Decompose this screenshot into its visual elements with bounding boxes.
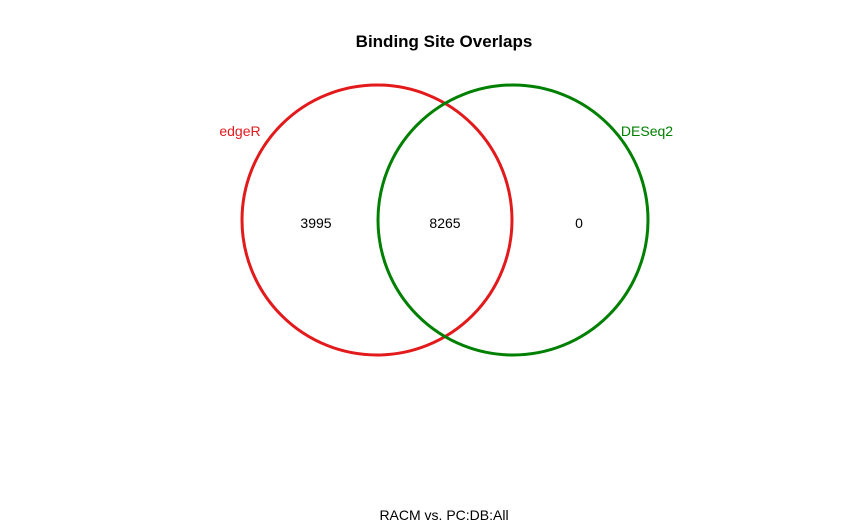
- edger-only-count: 3995: [300, 215, 331, 231]
- edger-set-circle: [240, 83, 514, 357]
- diagram-subtitle: RACM vs. PC:DB:All: [379, 507, 508, 523]
- deseq2-set-label: DESeq2: [621, 123, 673, 139]
- deseq2-only-count: 0: [575, 215, 583, 231]
- deseq2-set-circle: [376, 83, 650, 357]
- intersection-count: 8265: [429, 215, 460, 231]
- edger-set-label: edgeR: [219, 123, 260, 139]
- diagram-title: Binding Site Overlaps: [356, 32, 533, 51]
